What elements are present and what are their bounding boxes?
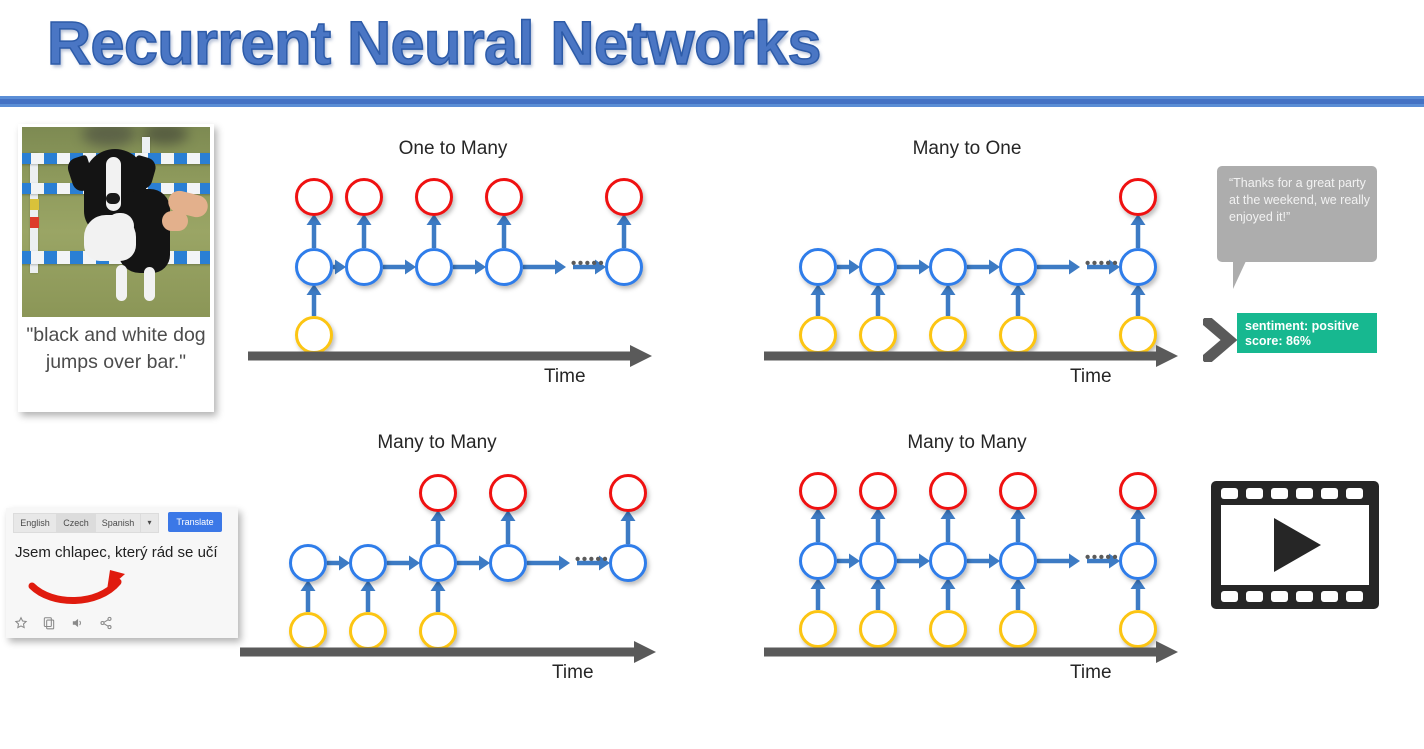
tab-spanish[interactable]: Spanish [95, 513, 141, 533]
hidden-node [415, 248, 453, 286]
diagram-one-to-many: One to Many ••••• Time [248, 138, 658, 398]
sentiment-quote: “Thanks for a great party at the weekend… [1229, 176, 1371, 224]
translate-widget[interactable]: English Czech Spanish ▾ Translate Jsem c… [6, 508, 238, 638]
hidden-node [419, 544, 457, 582]
sequence-ellipsis: ••••• [1085, 255, 1120, 272]
input-node [859, 610, 897, 648]
hidden-node [295, 248, 333, 286]
output-node [345, 178, 383, 216]
hidden-node [929, 542, 967, 580]
more-languages-dropdown[interactable]: ▾ [140, 513, 159, 533]
hidden-node [999, 248, 1037, 286]
page-title: Recurrent Neural Networks [46, 8, 822, 78]
hidden-node [859, 248, 897, 286]
input-node [289, 612, 327, 650]
connection-arrows [306, 214, 632, 316]
input-node [419, 612, 457, 650]
chevron-right-icon [1203, 318, 1237, 362]
input-node [349, 612, 387, 650]
share-icon[interactable] [99, 616, 113, 630]
diagram-title: Many to Many [377, 432, 497, 453]
hidden-node [609, 544, 647, 582]
dog-caption: "black and white dog jumps over bar." [26, 324, 206, 373]
image-caption-card: "black and white dog jumps over bar." [18, 124, 214, 412]
output-node [1119, 472, 1157, 510]
sentiment-speech-bubble: “Thanks for a great party at the weekend… [1217, 166, 1377, 262]
sequence-ellipsis: ••••• [571, 255, 606, 272]
speech-bubble-tail [1233, 261, 1246, 289]
speaker-icon[interactable] [70, 616, 85, 630]
output-node [1119, 178, 1157, 216]
hidden-node [799, 542, 837, 580]
output-node [799, 472, 837, 510]
output-node [929, 472, 967, 510]
output-node [489, 474, 527, 512]
hidden-node [489, 544, 527, 582]
input-node [799, 610, 837, 648]
time-axis-label: Time [544, 366, 586, 387]
hidden-node [799, 248, 837, 286]
diagram-many-to-one: Many to One ••••• Time [752, 138, 1182, 398]
hidden-node [289, 544, 327, 582]
hidden-node [859, 542, 897, 580]
time-axis-label: Time [1070, 366, 1112, 387]
star-icon[interactable] [14, 616, 28, 630]
diagram-title: Many to One [912, 138, 1022, 159]
diagram-many-to-many-synced: Many to Many ••••• Time [752, 432, 1182, 694]
hidden-node [929, 248, 967, 286]
output-node [609, 474, 647, 512]
hidden-node [485, 248, 523, 286]
sequence-ellipsis: ••••• [1085, 549, 1120, 566]
sequence-ellipsis: ••••• [575, 551, 610, 568]
copy-icon[interactable] [42, 616, 56, 630]
connection-arrows [300, 510, 636, 612]
time-axis-arrow [764, 641, 1178, 663]
hidden-node [605, 248, 643, 286]
diagram-many-to-many-seq2seq: Many to Many ••••• Time [232, 432, 656, 694]
connection-arrows [810, 508, 1146, 610]
hidden-node [999, 542, 1037, 580]
output-node [485, 178, 523, 216]
hidden-node [1119, 248, 1157, 286]
time-axis-arrow [764, 345, 1178, 367]
translate-toolbar: English Czech Spanish ▾ Translate [6, 508, 238, 536]
output-node [859, 472, 897, 510]
translate-button[interactable]: Translate [168, 512, 222, 532]
time-axis-arrow [248, 345, 652, 367]
diagram-title: Many to Many [907, 432, 1027, 453]
sentiment-result-badge: sentiment: positive score: 86% [1237, 313, 1377, 353]
hidden-node [345, 248, 383, 286]
sentiment-label: sentiment: positive [1245, 319, 1359, 333]
time-axis-label: Time [1070, 662, 1112, 683]
translate-action-icons[interactable] [14, 616, 113, 630]
input-node [999, 610, 1037, 648]
dog-photo [22, 127, 210, 317]
sentiment-score: score: 86% [1245, 334, 1312, 348]
output-node [419, 474, 457, 512]
output-node [605, 178, 643, 216]
diagram-title: One to Many [398, 138, 508, 159]
connection-arrows [810, 214, 1146, 316]
hidden-node [1119, 542, 1157, 580]
title-divider-inner [0, 99, 1424, 104]
red-curved-arrow-icon [28, 570, 125, 604]
hidden-node [349, 544, 387, 582]
film-strip-play-icon [1211, 481, 1379, 609]
time-axis-arrow [240, 641, 656, 663]
output-node [999, 472, 1037, 510]
translated-text: Jsem chlapec, který rád se učí [15, 544, 218, 561]
input-node [1119, 610, 1157, 648]
output-node [415, 178, 453, 216]
output-node [295, 178, 333, 216]
time-axis-label: Time [552, 662, 594, 683]
input-node [929, 610, 967, 648]
